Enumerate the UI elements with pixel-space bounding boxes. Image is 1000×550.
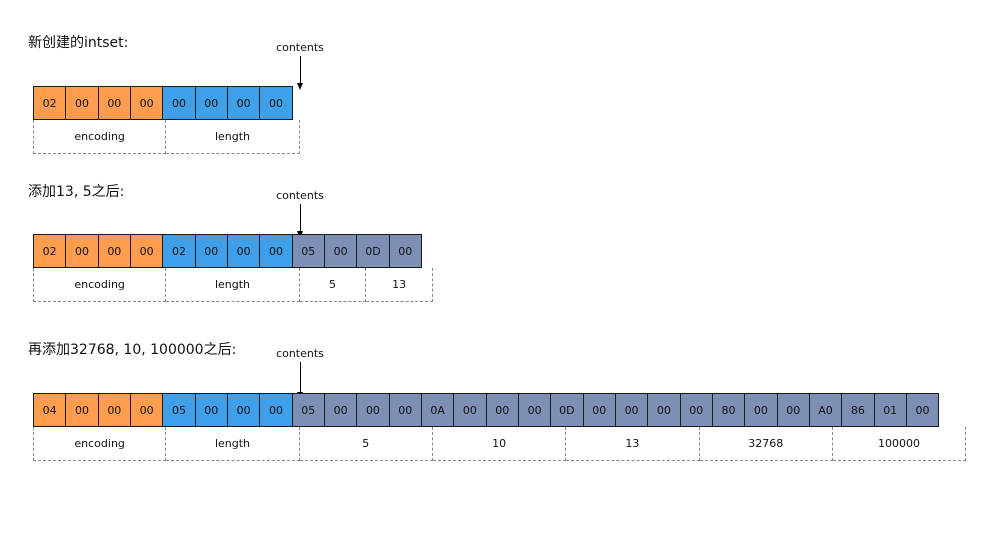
byte-cell: 00 — [388, 234, 422, 268]
byte-cell: 00 — [485, 393, 519, 427]
byte-cell: 00 — [388, 393, 422, 427]
contents-pointer-label: contents — [276, 347, 324, 360]
byte-cell: 00 — [323, 393, 358, 427]
byte-cell: 00 — [356, 393, 390, 427]
byte-cell: 00 — [776, 393, 810, 427]
byte-cell: 0D — [356, 234, 390, 268]
field-label: 32768 — [699, 427, 833, 461]
byte-cell: 00 — [679, 393, 713, 427]
pointer-line — [299, 56, 301, 83]
field-label: length — [166, 427, 300, 461]
byte-cell: 00 — [129, 234, 164, 268]
field-label: 5 — [299, 427, 433, 461]
field-label: encoding — [33, 427, 167, 461]
byte-cell: 00 — [129, 86, 164, 120]
contents-pointer: contents — [270, 41, 330, 90]
byte-cell: 00 — [226, 86, 261, 120]
byte-cell: 00 — [744, 393, 778, 427]
byte-cell: 02 — [162, 234, 196, 268]
field-label: 13 — [566, 427, 700, 461]
byte-cell: 02 — [33, 86, 67, 120]
byte-cell: 00 — [65, 393, 99, 427]
contents-pointer: contents — [270, 189, 330, 238]
byte-cell: 0A — [420, 393, 455, 427]
byte-cell: 00 — [453, 393, 487, 427]
byte-cell: 00 — [614, 393, 649, 427]
section-heading: 添加13, 5之后: — [28, 184, 125, 200]
byte-cell: 80 — [711, 393, 746, 427]
byte-cell: 00 — [65, 86, 99, 120]
contents-pointer: contents — [270, 347, 330, 399]
byte-cell: 05 — [291, 393, 325, 427]
field-label: encoding — [33, 120, 167, 154]
byte-cell: 05 — [162, 393, 196, 427]
byte-cell: 00 — [905, 393, 940, 427]
byte-cell: 00 — [226, 234, 261, 268]
field-label: 10 — [432, 427, 567, 461]
field-label: 100000 — [832, 427, 967, 461]
byte-cell: 05 — [291, 234, 325, 268]
byte-cell: 00 — [517, 393, 552, 427]
byte-cell: 00 — [97, 86, 131, 120]
byte-cell: 00 — [97, 234, 131, 268]
field-label: length — [166, 268, 300, 302]
field-label: length — [166, 120, 300, 154]
field-label: 5 — [299, 268, 367, 302]
byte-cell: 00 — [226, 393, 261, 427]
section-heading: 新创建的intset: — [28, 35, 129, 51]
byte-cell: 04 — [33, 393, 67, 427]
byte-cell: 01 — [873, 393, 907, 427]
byte-cell: 00 — [97, 393, 131, 427]
byte-cell: 00 — [194, 393, 228, 427]
byte-cell: 00 — [194, 234, 228, 268]
pointer-line — [299, 204, 301, 231]
section-heading: 再添加32768, 10, 100000之后: — [28, 342, 237, 358]
byte-cell: 00 — [259, 234, 293, 268]
byte-cell: 00 — [65, 234, 99, 268]
byte-cell: 00 — [647, 393, 681, 427]
byte-cell: 0D — [550, 393, 584, 427]
byte-cell: 00 — [194, 86, 228, 120]
byte-cell: A0 — [808, 393, 843, 427]
arrow-down-icon — [297, 83, 303, 90]
field-label: encoding — [33, 268, 167, 302]
byte-cell: 86 — [841, 393, 875, 427]
contents-pointer-label: contents — [276, 41, 324, 54]
byte-cell: 00 — [129, 393, 164, 427]
byte-cell: 02 — [33, 234, 67, 268]
contents-pointer-label: contents — [276, 189, 324, 202]
pointer-line — [299, 362, 301, 392]
byte-cell: 00 — [259, 86, 293, 120]
field-label: 13 — [366, 268, 433, 302]
byte-cell: 00 — [162, 86, 196, 120]
byte-cell: 00 — [259, 393, 293, 427]
byte-cell: 00 — [582, 393, 616, 427]
byte-cell: 00 — [323, 234, 358, 268]
